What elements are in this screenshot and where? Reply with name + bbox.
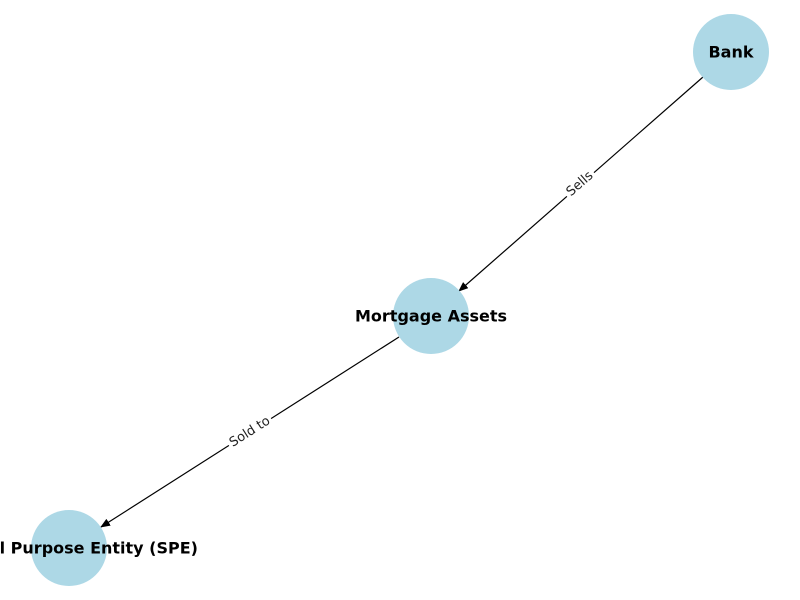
node-bank: Bank bbox=[693, 14, 769, 90]
node-mortgage-assets-label: Mortgage Assets bbox=[355, 307, 507, 326]
edge-bank-to-mortgage: Sells bbox=[458, 76, 704, 292]
node-mortgage-assets: Mortgage Assets bbox=[355, 278, 507, 354]
node-spe-circle bbox=[31, 510, 107, 586]
node-bank-circle bbox=[693, 14, 769, 90]
node-spe: Special Purpose Entity (SPE) bbox=[0, 510, 198, 586]
node-spe-label: Special Purpose Entity (SPE) bbox=[0, 539, 198, 558]
edge-mortgage-to-spe: Sold to bbox=[100, 336, 400, 528]
node-bank-label: Bank bbox=[708, 43, 753, 62]
node-mortgage-assets-circle bbox=[393, 278, 469, 354]
